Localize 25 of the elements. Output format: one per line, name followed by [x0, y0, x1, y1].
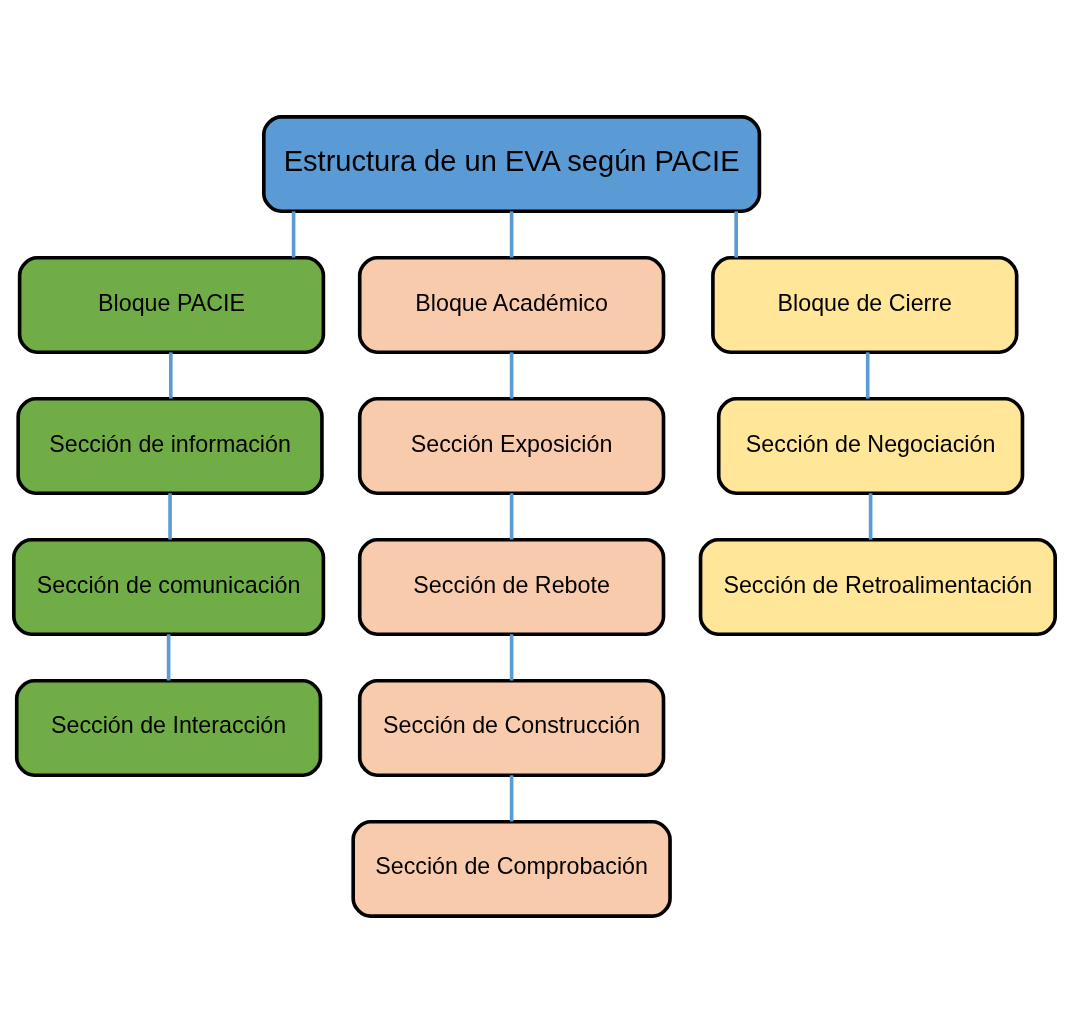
connector — [168, 492, 172, 540]
node-box: Bloque Académico — [357, 255, 666, 354]
connector — [509, 210, 514, 258]
node-box: Sección de comunicación — [12, 537, 326, 636]
node-box: Sección de Retroalimentación — [698, 537, 1057, 636]
node-box: Sección de Comprobación — [351, 819, 672, 918]
connector — [291, 210, 296, 258]
connector — [509, 774, 514, 821]
connector — [509, 351, 514, 399]
connector — [865, 351, 870, 399]
node-box: Sección de Negociación — [716, 396, 1025, 495]
connector — [509, 633, 514, 680]
node-box: Bloque de Cierre — [711, 255, 1019, 354]
connector — [734, 210, 738, 258]
node-box: Sección Exposición — [357, 396, 666, 495]
connector — [868, 492, 873, 540]
node-box: Bloque PACIE — [17, 255, 326, 354]
connector — [168, 351, 173, 399]
node-box: Sección de información — [16, 396, 324, 495]
node-box: Sección de Construcción — [357, 678, 666, 777]
node-box: Estructura de un EVA según PACIE — [262, 114, 762, 213]
connector — [509, 492, 514, 540]
connector — [166, 633, 171, 680]
node-box: Sección de Interacción — [14, 678, 323, 777]
node-box: Sección de Rebote — [357, 537, 666, 636]
